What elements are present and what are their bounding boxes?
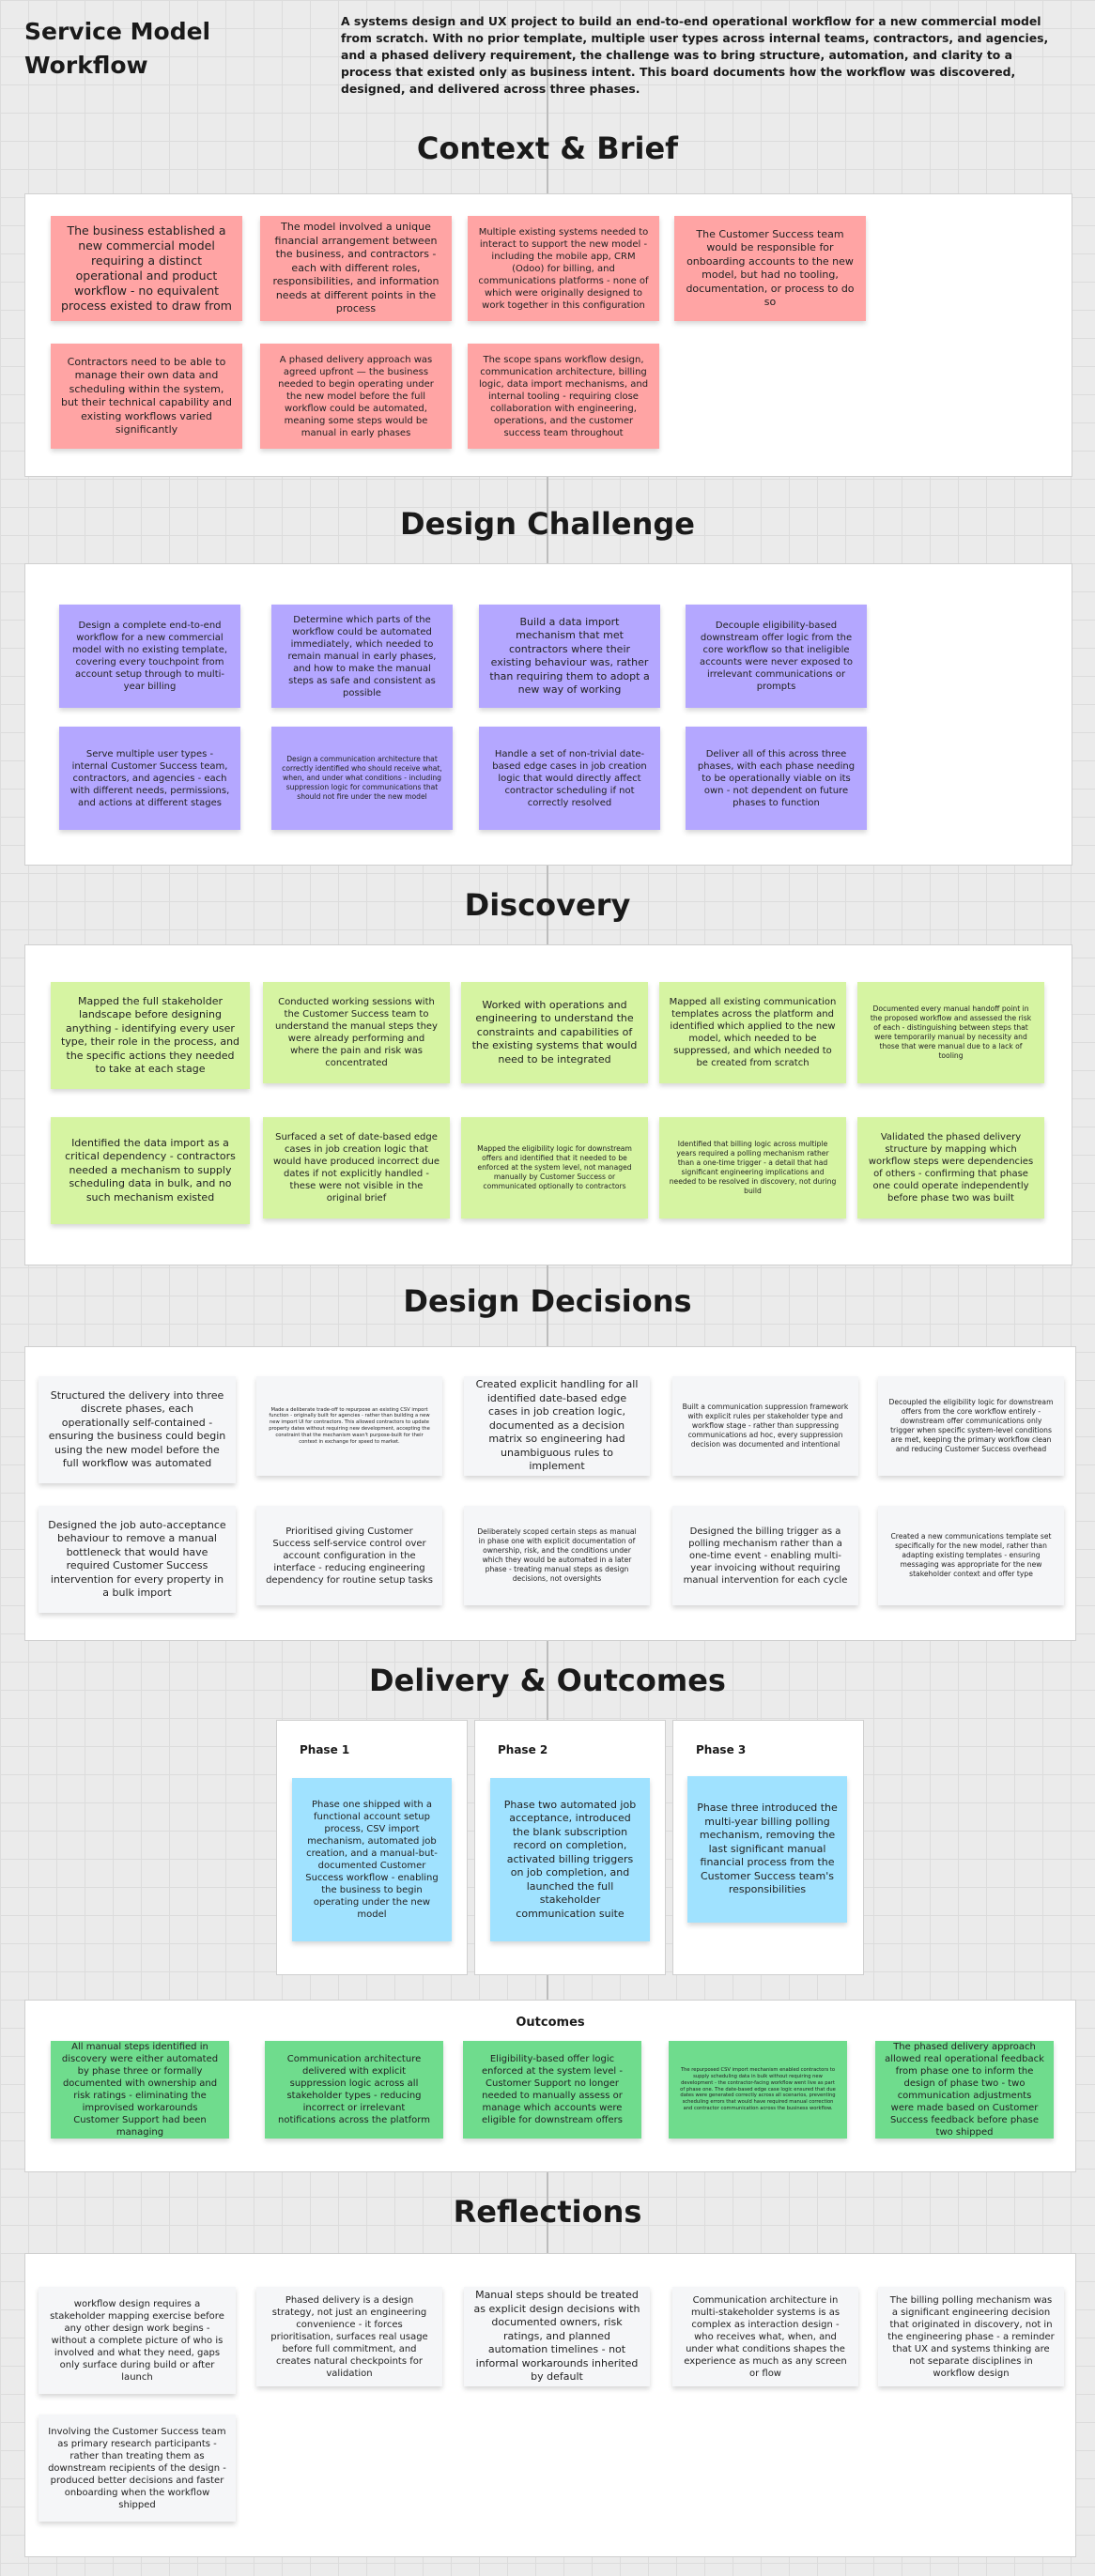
sticky-note[interactable]: The model involved a unique financial ar… <box>260 216 452 321</box>
sticky-note[interactable]: Decoupled the eligibility logic for down… <box>878 1376 1064 1476</box>
phase-label: Phase 1 <box>300 1743 350 1756</box>
phase-label: Phase 3 <box>696 1743 747 1756</box>
section-heading-decisions: Design Decisions <box>403 1283 692 1319</box>
sticky-note[interactable]: Structured the delivery into three discr… <box>39 1376 236 1483</box>
sticky-note[interactable]: Communication architecture in multi-stak… <box>672 2287 858 2386</box>
sticky-note[interactable]: Validated the phased delivery structure … <box>857 1117 1044 1219</box>
section-heading-context: Context & Brief <box>416 130 679 166</box>
sticky-note[interactable]: A phased delivery approach was agreed up… <box>260 344 452 449</box>
sticky-note[interactable]: All manual steps identified in discovery… <box>51 2041 229 2139</box>
sticky-note[interactable]: The repurposed CSV import mechanism enab… <box>669 2041 847 2139</box>
sticky-note[interactable]: The business established a new commercia… <box>51 216 242 321</box>
sticky-note[interactable]: Phase two automated job acceptance, intr… <box>490 1778 650 1941</box>
sticky-note[interactable]: Determine which parts of the workflow co… <box>271 605 453 708</box>
sticky-note[interactable]: Created explicit handling for all identi… <box>464 1376 650 1476</box>
sticky-note[interactable]: Conducted working sessions with the Cust… <box>263 982 450 1083</box>
sticky-note[interactable]: Build a data import mechanism that met c… <box>479 605 660 708</box>
section-heading-delivery: Delivery & Outcomes <box>369 1663 726 1698</box>
sticky-note[interactable]: Mapped all existing communication templa… <box>659 982 846 1083</box>
connector-line <box>547 56 548 2516</box>
sticky-note[interactable]: Identified that billing logic across mul… <box>659 1117 846 1219</box>
sticky-note[interactable]: Manual steps should be treated as explic… <box>464 2287 650 2386</box>
sticky-note[interactable]: Made a deliberate trade-off to repurpose… <box>256 1376 442 1476</box>
sticky-note[interactable]: Phase three introduced the multi-year bi… <box>687 1776 847 1923</box>
sticky-note[interactable]: Designed the job auto-acceptance behavio… <box>39 1506 236 1613</box>
sticky-note[interactable]: Involving the Customer Success team as p… <box>39 2415 236 2522</box>
sticky-note[interactable]: Phased delivery is a design strategy, no… <box>256 2287 442 2386</box>
sticky-note[interactable]: workflow design requires a stakeholder m… <box>39 2287 236 2394</box>
sticky-note[interactable]: Worked with operations and engineering t… <box>461 982 648 1083</box>
sticky-note[interactable]: Mapped the eligibility logic for downstr… <box>461 1117 648 1219</box>
sticky-note[interactable]: Documented every manual handoff point in… <box>857 982 1044 1083</box>
section-heading-challenge: Design Challenge <box>400 506 695 542</box>
sticky-note[interactable]: The scope spans workflow design, communi… <box>468 344 659 449</box>
sticky-note[interactable]: Design a communication architecture that… <box>271 727 453 830</box>
section-heading-reflections: Reflections <box>453 2194 642 2230</box>
sticky-note[interactable]: Multiple existing systems needed to inte… <box>468 216 659 321</box>
sticky-note[interactable]: Serve multiple user types - internal Cus… <box>59 727 240 830</box>
sticky-note[interactable]: Identified the data import as a critical… <box>51 1117 250 1224</box>
phase-label: Phase 2 <box>498 1743 548 1756</box>
sticky-note[interactable]: Built a communication suppression framew… <box>672 1376 858 1476</box>
sticky-note[interactable]: Decouple eligibility-based downstream of… <box>686 605 867 708</box>
sticky-note[interactable]: Phase one shipped with a functional acco… <box>292 1778 452 1941</box>
section-heading-discovery: Discovery <box>464 887 631 923</box>
sticky-note[interactable]: Deliver all of this across three phases,… <box>686 727 867 830</box>
sticky-note[interactable]: Created a new communications template se… <box>878 1506 1064 1605</box>
outcomes-title: Outcomes <box>516 2016 585 2030</box>
sticky-note[interactable]: Communication architecture delivered wit… <box>265 2041 443 2139</box>
sticky-note[interactable]: The Customer Success team would be respo… <box>674 216 866 321</box>
sticky-note[interactable]: Handle a set of non-trivial date-based e… <box>479 727 660 830</box>
board-intro: A systems design and UX project to build… <box>341 14 1049 96</box>
sticky-note[interactable]: Eligibility-based offer logic enforced a… <box>463 2041 641 2139</box>
sticky-note[interactable]: Prioritised giving Customer Success self… <box>256 1506 442 1605</box>
sticky-note[interactable]: The billing polling mechanism was a sign… <box>878 2287 1064 2386</box>
sticky-note[interactable]: Designed the billing trigger as a pollin… <box>672 1506 858 1605</box>
sticky-note[interactable]: Surfaced a set of date-based edge cases … <box>263 1117 450 1219</box>
sticky-note[interactable]: The phased delivery approach allowed rea… <box>875 2041 1054 2139</box>
sticky-note[interactable]: Contractors need to be able to manage th… <box>51 344 242 449</box>
sticky-note[interactable]: Deliberately scoped certain steps as man… <box>464 1506 650 1605</box>
sticky-note[interactable]: Mapped the full stakeholder landscape be… <box>51 982 250 1089</box>
board-title: Service Model Workflow <box>24 18 211 79</box>
sticky-note[interactable]: Design a complete end-to-end workflow fo… <box>59 605 240 708</box>
